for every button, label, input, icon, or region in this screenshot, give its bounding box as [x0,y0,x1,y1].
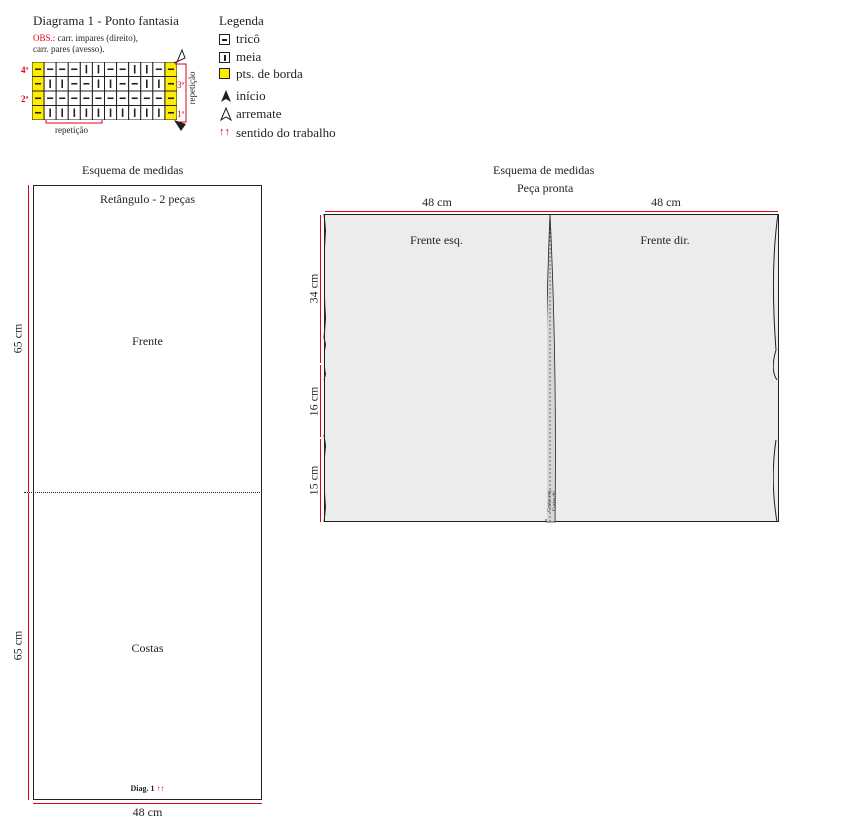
seg-top-line [320,215,321,363]
legend-start: início [236,88,266,103]
repeat-bottom-label: repetição [55,125,88,135]
piece-title: Retângulo - 2 peças [100,192,195,206]
width-label: 48 cm [132,805,163,819]
row-label-4: 4ª [21,65,29,75]
seg-mid-line [320,365,321,437]
border-stitch-icon [219,68,230,79]
width-line [33,803,262,804]
height-bottom-label: 65 cm [10,630,25,661]
repeat-side-label: repetição [187,71,197,105]
start-arrow-icon [174,120,186,131]
obs-label: OBS.: [33,33,56,43]
obs-text-1: carr. impares (direito), [55,33,138,43]
repeat-brackets [45,48,187,131]
seg-bottom-line [320,439,321,522]
diagram-obs-line1: OBS.: carr. impares (direito), [33,33,138,43]
right-front-label: Frente dir. [640,233,690,247]
diag-arrows-icon: ↑↑ [156,784,165,793]
knit-symbol-icon [219,52,230,63]
seg-mid-label: 16 cm [306,386,321,417]
seam-label-2: Costas dir. [552,489,558,512]
height-line-top [28,185,29,492]
diagram-title: Diagrama 1 - Ponto fantasia [33,13,179,28]
direction-icon: ↑↑ [219,126,230,138]
width-right-label: 48 cm [651,195,681,209]
legend-finish: arremate [236,106,282,121]
knit-purl-symbol-icon [219,34,230,45]
front-label: Frente [132,334,163,348]
legend-item-meia: meia [236,49,262,64]
diagram-obs-line2: carr. pares (avesso). [33,44,105,54]
row-label-1: 1ª [177,109,184,119]
left-front-panel: Frente esq. [326,217,547,519]
height-line-bottom [28,493,29,800]
diag-note-text: Diag. 1 [130,784,155,793]
back-label: Costas [131,641,164,655]
finish-icon [220,107,232,121]
seg-top-label: 34 cm [306,273,321,304]
right-front-panel: Frente dir. [557,217,773,519]
fold-line [24,492,262,493]
diag-note: Diag. 1 ↑↑ [34,784,261,793]
right-schema-subheading: Peça pronta [517,181,574,195]
legend-title: Legenda [219,13,264,28]
start-icon [221,90,231,102]
stitch-chart [32,62,177,120]
right-schema-heading: Esquema de medidas [493,163,595,177]
legend-direction: sentido do trabalho [236,125,336,140]
width-left-label: 48 cm [422,195,452,209]
row-label-3: 3ª [177,80,184,90]
top-width-line [325,211,778,212]
finish-arrow-icon [173,48,186,64]
left-front-label: Frente esq. [410,233,463,247]
height-top-label: 65 cm [10,323,25,354]
seg-bottom-label: 15 cm [306,465,321,496]
legend-item-tricot: tricô [236,31,260,46]
row-label-2: 2ª [21,94,29,104]
legend-item-borda: pts. de borda [236,66,303,81]
left-schema-heading: Esquema de medidas [82,163,184,177]
